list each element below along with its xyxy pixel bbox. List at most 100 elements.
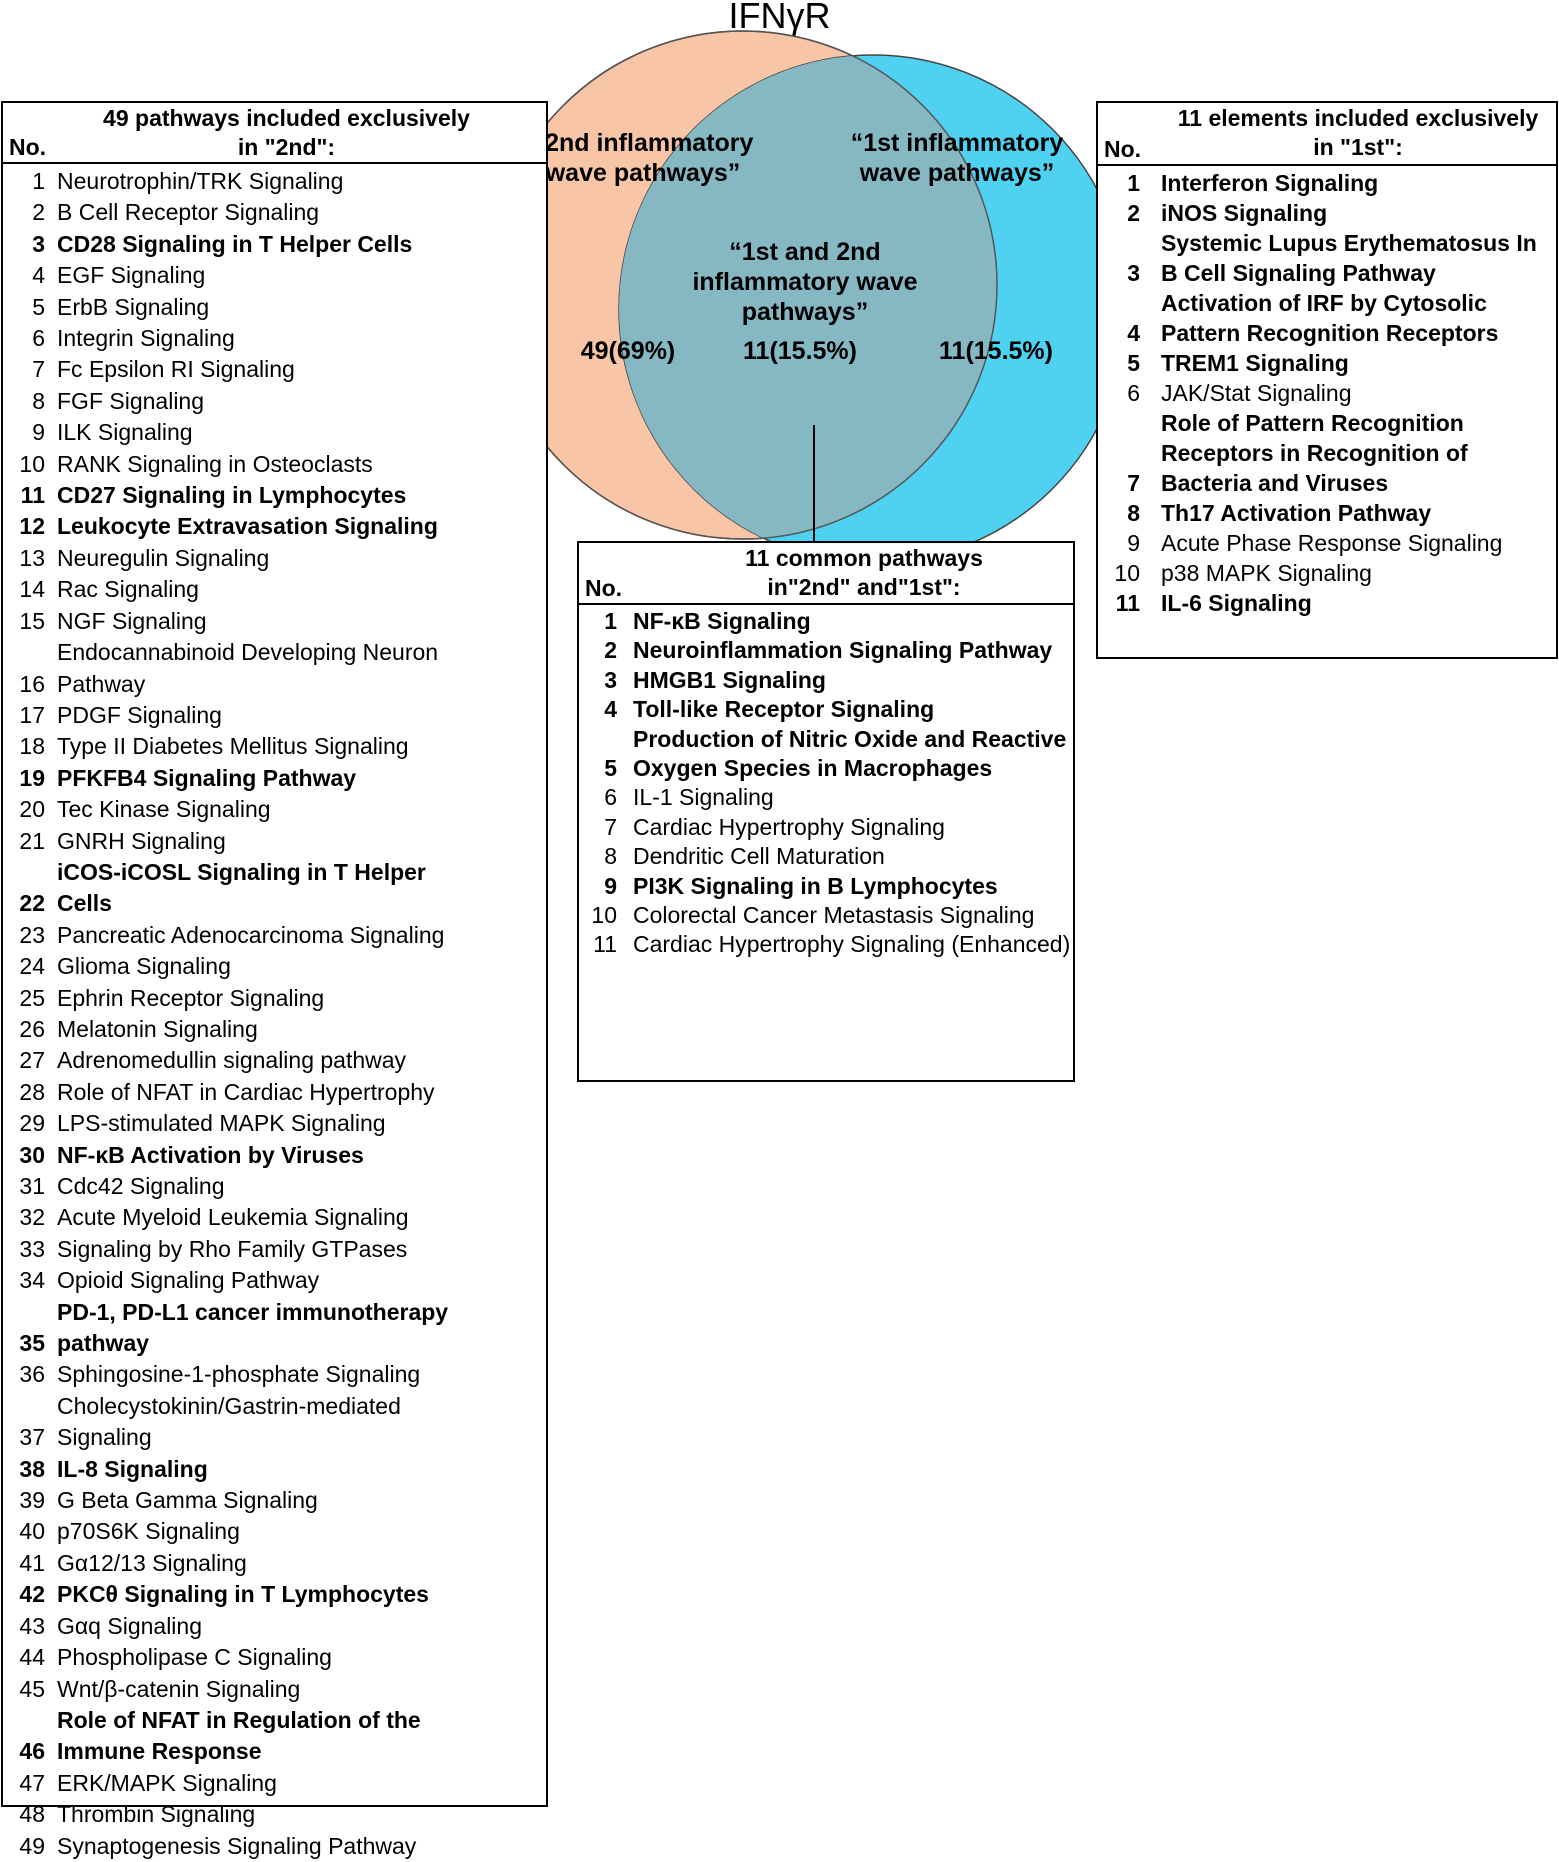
common-header: 11 common pathways in"2nd" and"1st": No. — [579, 543, 1073, 605]
second-only-row-label: iCOS-iCOSL Signaling in T Helper Cells — [57, 858, 426, 917]
second-only-row-label: Neurotrophin/TRK Signaling — [57, 168, 344, 194]
second-only-row-number: 19 — [19, 764, 45, 791]
second-only-row-number: 16 — [19, 670, 45, 697]
label-second-wave: “2nd inflammatory wave pathways” — [528, 128, 758, 188]
second-only-row-number: 31 — [19, 1173, 45, 1199]
common-row-label: IL-1 Signaling — [633, 784, 774, 811]
second-only-row-label: PDGF Signaling — [57, 701, 222, 728]
second-only-row: 39 G Beta Gamma Signaling — [3, 1485, 546, 1516]
second-only-row-label: Gαq Signaling — [57, 1612, 202, 1639]
common-row-label: Toll-like Receptor Signaling — [633, 696, 935, 723]
second-only-row-number: 26 — [19, 1015, 45, 1042]
second-only-row-number: 39 — [19, 1487, 45, 1514]
common-row-label: Production of Nitric Oxide and Reactive … — [633, 725, 1067, 782]
second-only-row: 15 NGF Signaling — [3, 606, 546, 637]
common-title-line2: in"2nd" and"1st": — [767, 574, 961, 600]
first-only-row-label: Th17 Activation Pathway — [1161, 500, 1432, 526]
first-only-row-number: 7 — [1127, 470, 1140, 496]
second-only-row-number: 33 — [19, 1235, 45, 1262]
second-only-row-label: Ephrin Receptor Signaling — [57, 984, 325, 1011]
second-only-row-label: Integrin Signaling — [57, 325, 235, 352]
common-row-label: Cardiac Hypertrophy Signaling — [633, 813, 945, 840]
second-only-row: 36 Sphingosine-1-phosphate Signaling — [3, 1359, 546, 1390]
second-only-row-label: PFKFB4 Signaling Pathway — [57, 764, 357, 791]
second-only-row-label: PKCθ Signaling in T Lymphocytes — [57, 1581, 429, 1608]
common-row-number: 8 — [604, 843, 617, 870]
second-only-row-number: 3 — [32, 230, 45, 257]
second-only-row-label: Gα12/13 Signaling — [57, 1549, 247, 1576]
second-only-row: 37 Cholecystokinin/Gastrin-mediated Signa… — [3, 1391, 546, 1454]
second-only-row-number: 13 — [19, 544, 45, 571]
second-only-row-label: Glioma Signaling — [57, 953, 231, 980]
second-only-row-label: CD27 Signaling in Lymphocytes — [57, 482, 407, 509]
second-only-row-number: 37 — [19, 1424, 45, 1451]
second-only-row-number: 1 — [32, 168, 45, 194]
label-first-wave-line1: “1st inflammatory — [850, 129, 1064, 157]
second-only-row-label: NGF Signaling — [57, 607, 207, 634]
second-only-row-number: 32 — [19, 1204, 45, 1231]
second-only-row-label: G Beta Gamma Signaling — [57, 1487, 318, 1514]
second-only-no-header: No. — [9, 134, 47, 160]
common-row-number: 1 — [604, 608, 617, 634]
first-only-row-label: Role of Pattern Recognition Receptors in… — [1161, 410, 1468, 496]
second-only-row-number: 20 — [19, 796, 45, 823]
second-only-pathways-box: 49 pathways included exclusively in "2nd… — [1, 101, 548, 1859]
second-only-row-label: Leukocyte Extravasation Signaling — [57, 513, 438, 540]
first-only-row-number: 6 — [1127, 380, 1140, 406]
figure-title: IFNγR — [728, 0, 831, 36]
second-only-row-number: 48 — [19, 1801, 45, 1828]
second-only-row-label: NF-κB Activation by Viruses — [57, 1141, 364, 1168]
second-only-row-label: Fc Epsilon RI Signaling — [57, 356, 295, 383]
second-only-row-label: B Cell Receptor Signaling — [57, 199, 320, 226]
second-only-row-label: Opioid Signaling Pathway — [57, 1267, 320, 1294]
common-pathways-box: 11 common pathways in"2nd" and"1st": No.… — [577, 541, 1075, 1082]
second-only-row-number: 21 — [19, 827, 45, 854]
second-only-row-number: 14 — [19, 576, 45, 603]
common-row-number: 4 — [604, 696, 617, 723]
first-only-row-label: IL-6 Signaling — [1161, 590, 1312, 616]
common-row-number: 7 — [604, 813, 617, 840]
second-only-header: 49 pathways included exclusively in "2nd… — [3, 103, 546, 164]
first-only-title-line2: in "1st": — [1313, 134, 1403, 160]
first-only-row-number: 8 — [1127, 500, 1140, 526]
second-only-row-label: Role of NFAT in Regulation of the Immune… — [57, 1706, 421, 1765]
second-only-title-line2: in "2nd": — [237, 134, 336, 160]
first-only-row-label: Acute Phase Response Signaling — [1161, 530, 1503, 556]
second-only-row-label: Cholecystokinin/Gastrin-mediated Signali… — [57, 1392, 401, 1451]
second-only-row-label: Type II Diabetes Mellitus Signaling — [57, 733, 409, 760]
label-both-waves: “1st and 2nd inflammatory wave pathways” — [680, 237, 930, 327]
second-only-row-label: IL-8 Signaling — [57, 1455, 208, 1482]
second-only-row-number: 36 — [19, 1361, 45, 1388]
first-only-title-line1: 11 elements included exclusively — [1177, 105, 1539, 131]
second-only-row-number: 15 — [19, 607, 45, 634]
second-only-row-label: ERK/MAPK Signaling — [57, 1769, 277, 1796]
common-no-header: No. — [585, 575, 623, 601]
common-row-label: Colorectal Cancer Metastasis Signaling — [633, 902, 1035, 929]
second-only-row-label: Sphingosine-1-phosphate Signaling — [57, 1361, 421, 1388]
second-only-row-number: 10 — [19, 450, 45, 477]
second-only-row-number: 28 — [19, 1078, 45, 1105]
second-only-row-label: ErbB Signaling — [57, 293, 210, 320]
